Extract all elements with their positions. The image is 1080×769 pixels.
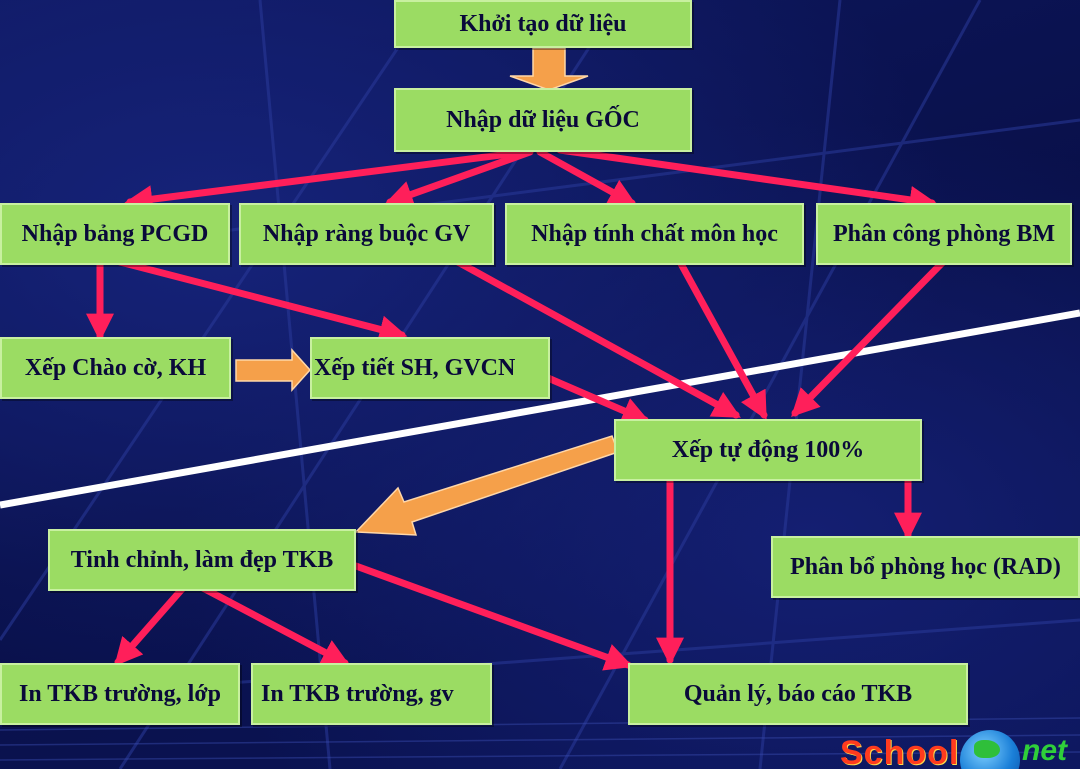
- node-manage: Quản lý, báo cáo TKB: [628, 663, 968, 725]
- node-print-teacher: In TKB trường, gv: [251, 663, 492, 725]
- node-flag-label: Xếp Chào cờ, KH: [24, 354, 207, 381]
- logo-school-text: School: [840, 734, 960, 769]
- node-rooms-label: Phân công phòng BM: [832, 220, 1056, 247]
- node-refine-label: Tinh chỉnh, làm đẹp TKB: [70, 546, 334, 573]
- node-input-root: Nhập dữ liệu GỐC: [394, 88, 692, 152]
- node-homeroom-label: Xếp tiết SH, GVCN: [314, 354, 516, 381]
- node-auto-label: Xếp tự động 100%: [671, 436, 865, 463]
- node-print-class-label: In TKB trường, lớp: [19, 680, 221, 707]
- node-pcgd: Nhập bảng PCGD: [0, 203, 230, 265]
- node-subjects: Nhập tính chất môn học: [505, 203, 804, 265]
- node-init-label: Khởi tạo dữ liệu: [459, 10, 627, 37]
- node-print-class: In TKB trường, lớp: [0, 663, 240, 725]
- schoolnet-logo: School net: [838, 728, 1080, 769]
- node-subjects-label: Nhập tính chất môn học: [531, 220, 778, 247]
- node-homeroom: Xếp tiết SH, GVCN: [310, 337, 550, 399]
- node-input-root-label: Nhập dữ liệu GỐC: [446, 106, 640, 133]
- node-constraints: Nhập ràng buộc GV: [239, 203, 494, 265]
- node-rad-label: Phân bổ phòng học (RAD): [790, 553, 1061, 580]
- logo-net-text: net: [1022, 734, 1067, 767]
- node-refine: Tinh chỉnh, làm đẹp TKB: [48, 529, 356, 591]
- node-init: Khởi tạo dữ liệu: [394, 0, 692, 48]
- node-pcgd-label: Nhập bảng PCGD: [21, 220, 209, 247]
- node-constraints-label: Nhập ràng buộc GV: [262, 220, 471, 247]
- node-flag: Xếp Chào cờ, KH: [0, 337, 231, 399]
- node-rad: Phân bổ phòng học (RAD): [771, 536, 1080, 598]
- node-rooms: Phân công phòng BM: [816, 203, 1072, 265]
- node-print-teacher-label: In TKB trường, gv: [261, 680, 454, 707]
- globe-icon: [960, 730, 1020, 769]
- node-manage-label: Quản lý, báo cáo TKB: [683, 680, 913, 707]
- node-auto: Xếp tự động 100%: [614, 419, 922, 481]
